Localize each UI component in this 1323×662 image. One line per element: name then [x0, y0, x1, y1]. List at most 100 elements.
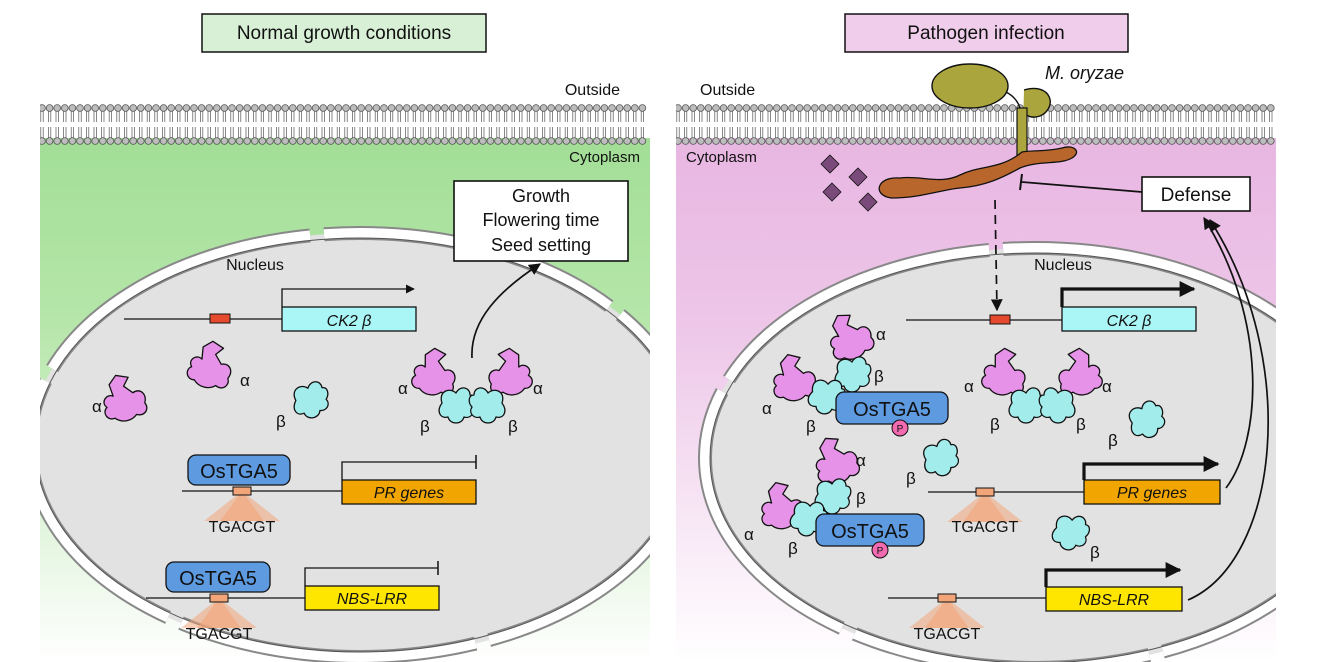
- lipid-unit: [993, 104, 1002, 145]
- lipid-unit: [765, 104, 774, 145]
- lipid-unit: [45, 104, 54, 145]
- rc1-alpha-2: α: [762, 399, 772, 418]
- lipid-unit: [349, 104, 358, 145]
- lipid-unit: [220, 104, 229, 145]
- left-alpha-label-2: α: [240, 371, 250, 390]
- lipid-unit: [1183, 104, 1191, 145]
- defense-inhibition-line: [1021, 181, 1143, 193]
- lipid-unit: [387, 104, 396, 145]
- right-nucleus: [698, 241, 1276, 662]
- lipid-unit: [228, 104, 236, 145]
- left-ck2b-label: CK2 β: [327, 313, 372, 330]
- lipid-unit: [516, 104, 525, 145]
- left-header-text: Normal growth conditions: [237, 23, 451, 44]
- left-pr-tf: [187, 454, 291, 486]
- lipid-unit: [532, 104, 540, 145]
- lipid-unit: [463, 104, 472, 145]
- right-nbs-motif-label: TGACGT: [914, 626, 981, 643]
- lipid-unit: [1213, 104, 1222, 145]
- lipid-unit: [772, 104, 781, 145]
- lipid-unit: [1137, 104, 1146, 145]
- lipid-unit: [623, 104, 632, 145]
- lipid-unit: [190, 104, 198, 145]
- lipid-unit: [129, 104, 137, 145]
- lipid-unit: [909, 104, 918, 145]
- lipid-unit: [1267, 104, 1275, 145]
- lipid-unit: [334, 104, 343, 145]
- lipid-unit: [40, 104, 46, 145]
- nbs-to-defense-arrow: [1187, 218, 1269, 601]
- lipid-unit: [1229, 104, 1237, 145]
- lipid-unit: [380, 104, 388, 145]
- lipid-unit: [1092, 104, 1100, 145]
- left-ck2b-transcription-arrow: [281, 284, 415, 307]
- right-ck2b-transcription-arrow: [1060, 281, 1196, 307]
- lipid-unit: [810, 104, 819, 145]
- lipid-unit: [856, 104, 865, 145]
- lipid-unit: [902, 104, 910, 145]
- lipid-unit: [106, 104, 115, 145]
- lipid-unit: [547, 104, 556, 145]
- lipid-unit: [251, 104, 259, 145]
- signal-dashed-arrow: [990, 199, 1003, 312]
- lipid-unit: [395, 104, 404, 145]
- lipid-unit: [440, 104, 449, 145]
- lipid-unit: [471, 104, 480, 145]
- lipid-unit: [61, 104, 69, 145]
- lipid-unit: [742, 104, 751, 145]
- right-ck2b-label: CK2 β: [1107, 313, 1152, 330]
- lipid-unit: [985, 104, 994, 145]
- left-nbs-gene: OsTGA5 NBS-LRR TGACGT: [146, 561, 440, 643]
- lipid-unit: [509, 104, 518, 145]
- lipid-unit: [1130, 104, 1138, 145]
- defense-label: Defense: [1161, 185, 1232, 206]
- lipid-unit: [704, 104, 713, 145]
- outcome-seed: Seed setting: [491, 235, 591, 255]
- rh-alpha-1: α: [964, 377, 974, 396]
- rc1-beta-2: β: [806, 417, 816, 436]
- left-pr-gene: OsTGA5 PR genes TGACGT: [182, 454, 477, 536]
- lipid-unit: [1198, 104, 1207, 145]
- lipid-unit: [258, 104, 267, 145]
- lipid-unit: [676, 104, 682, 145]
- right-complex1-tf-label: OsTGA5: [853, 399, 931, 421]
- lipid-unit: [167, 104, 175, 145]
- lipid-unit: [932, 104, 941, 145]
- outcome-growth: Growth: [512, 186, 570, 206]
- lipid-unit: [342, 104, 350, 145]
- lipid-unit: [205, 104, 213, 145]
- lipid-unit: [940, 104, 948, 145]
- lipid-unit: [818, 104, 827, 145]
- lipid-unit: [68, 104, 77, 145]
- rc1-beta-1: β: [874, 367, 884, 386]
- lipid-unit: [197, 104, 206, 145]
- left-pr-blocked-line: [341, 461, 476, 480]
- lipid-unit: [524, 104, 533, 145]
- right-nucleus-label: Nucleus: [1034, 257, 1092, 274]
- lipid-unit: [456, 104, 464, 145]
- lipid-unit: [478, 104, 487, 145]
- lipid-unit: [319, 104, 328, 145]
- lipid-unit: [91, 104, 99, 145]
- left-nbs-tf: [165, 561, 271, 593]
- right-complex-1: OsTGA5 P: [770, 306, 949, 437]
- lipid-unit: [114, 104, 122, 145]
- lipid-unit: [296, 104, 305, 145]
- lipid-unit: [712, 104, 720, 145]
- right-outside-label: Outside: [700, 82, 755, 99]
- left-alpha-label-1: α: [92, 397, 102, 416]
- left-pr-motif-label: TGACGT: [209, 519, 276, 536]
- lipid-unit: [288, 104, 297, 145]
- lipid-unit: [418, 104, 426, 145]
- lipid-unit: [1099, 104, 1108, 145]
- lipid-unit: [175, 104, 183, 145]
- rc2-alpha-2: α: [744, 525, 754, 544]
- lipid-unit: [76, 104, 84, 145]
- holoenzyme-to-growth-arrow: [471, 263, 541, 359]
- lipid-unit: [159, 104, 168, 145]
- lipid-unit: [719, 104, 728, 145]
- lipid-unit: [947, 104, 956, 145]
- lipid-unit: [1259, 104, 1267, 145]
- lipid-unit: [689, 104, 698, 145]
- lipid-unit: [448, 104, 457, 145]
